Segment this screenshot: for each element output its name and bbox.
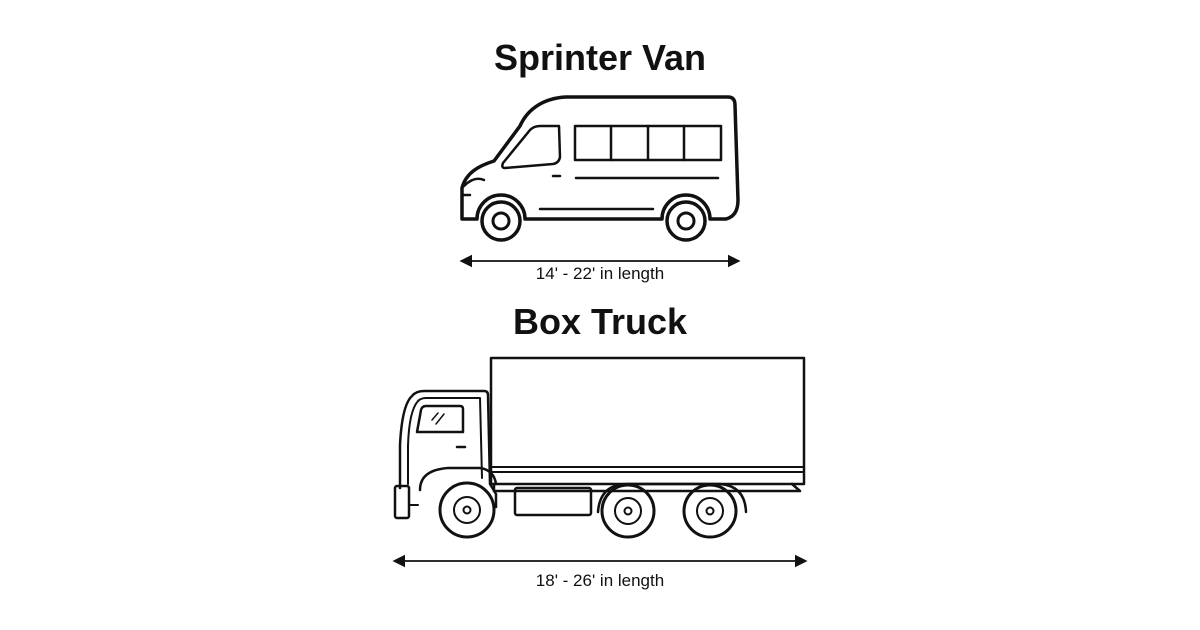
box-truck-illustration [393, 356, 806, 539]
truck-front-wheel [438, 481, 496, 539]
van-body-outline [460, 95, 740, 221]
truck-front-bumper [393, 484, 411, 520]
sprinter-van-length-label: 14' - 22' in length [535, 264, 665, 283]
sprinter-van-title: Sprinter Van [493, 37, 707, 78]
truck-rear-wheel-2 [682, 483, 738, 539]
box-truck-length-label: 18' - 26' in length [535, 571, 665, 590]
truck-rear-wheel-1 [600, 483, 656, 539]
sprinter-van-illustration [460, 95, 740, 242]
van-front-window [501, 124, 562, 170]
van-front-wheel [480, 200, 522, 242]
truck-fuel-tank [513, 486, 593, 517]
truck-cab-outline [398, 389, 498, 509]
van-headlight [462, 177, 486, 188]
truck-cab-window [415, 404, 465, 434]
truck-cargo-box [489, 356, 806, 486]
box-truck-title: Box Truck [512, 301, 688, 342]
van-rear-wheel [665, 200, 707, 242]
